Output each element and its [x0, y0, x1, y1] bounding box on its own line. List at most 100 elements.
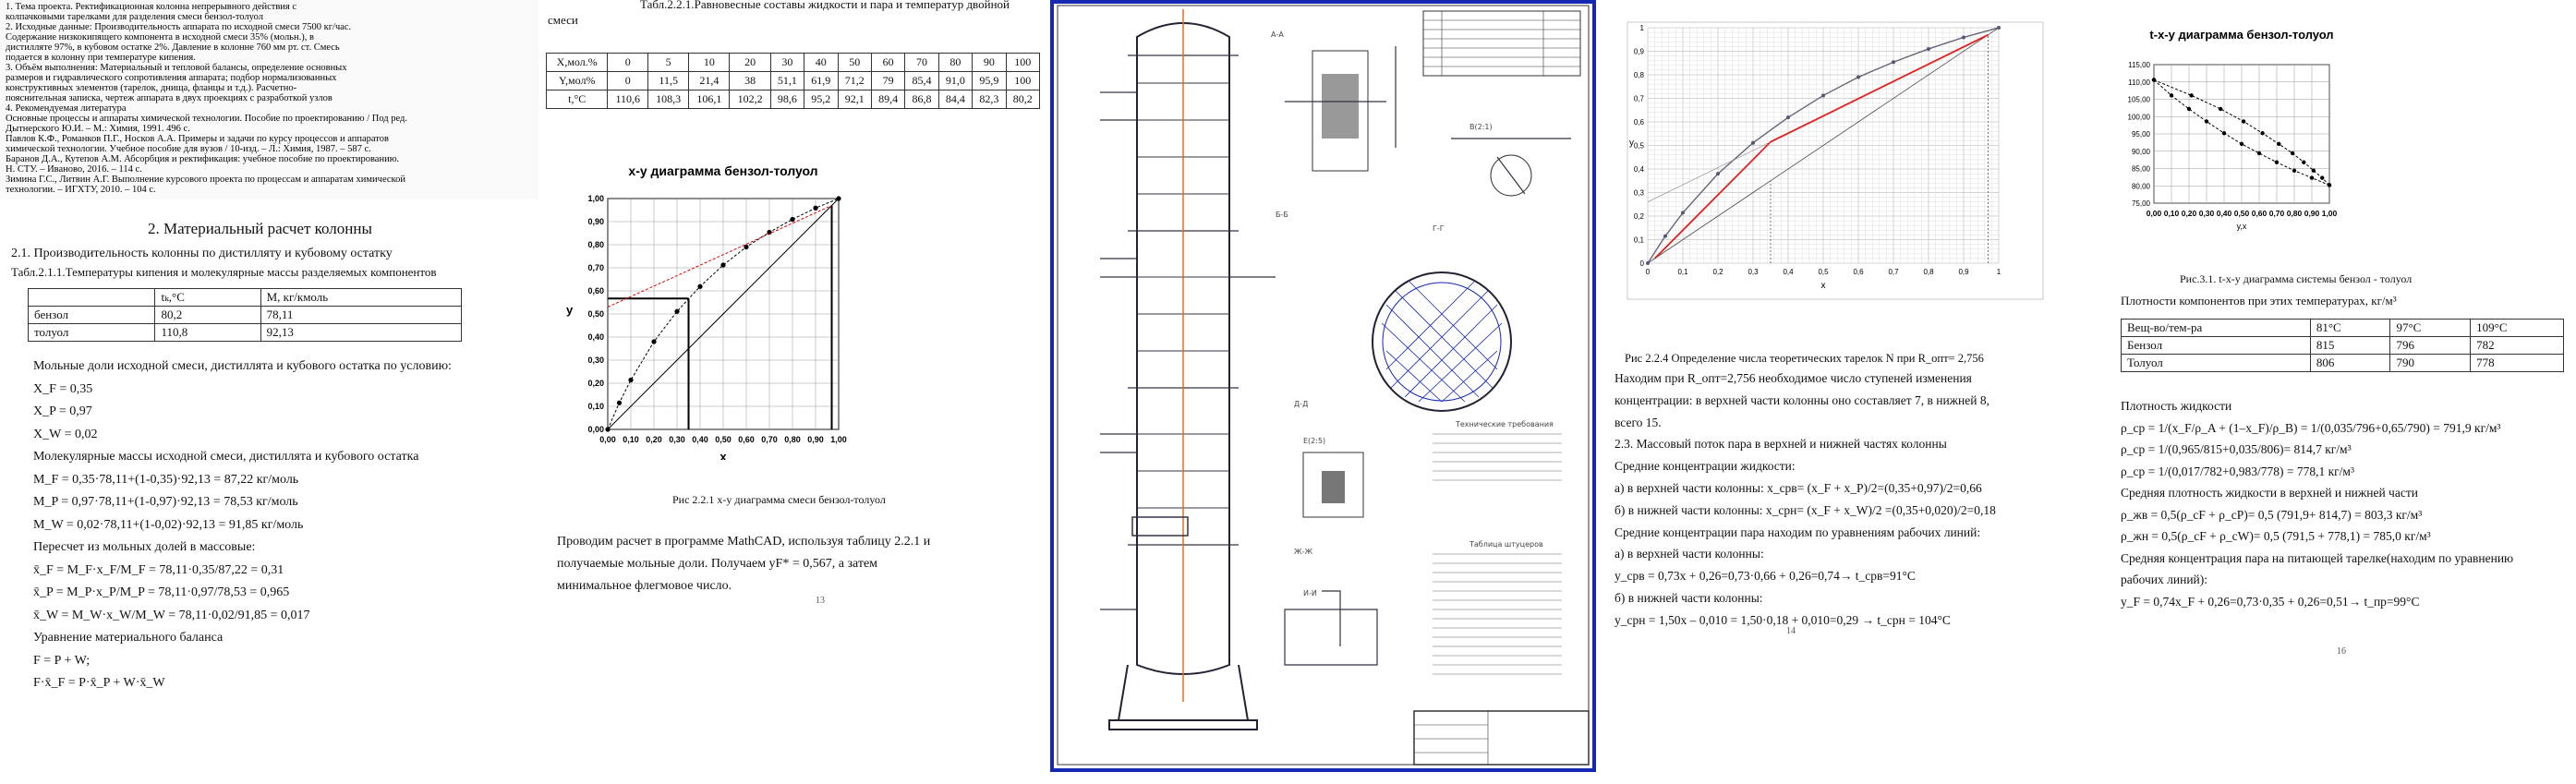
table-cell: 79	[870, 71, 906, 90]
x-tick-label: 0,30	[669, 435, 685, 444]
text-line: Содержание низкокипящего компонента в ис…	[6, 32, 314, 42]
y-tick-label: 85,00	[2132, 165, 2151, 174]
text-line: Средняя концентрация пара на питающей та…	[2121, 550, 2514, 565]
mccabe-chart: 000,10,10,20,20,30,30,40,40,50,50,60,60,…	[1627, 21, 2044, 300]
y-tick-label: 0,40	[587, 332, 604, 342]
diagonal-line	[1647, 27, 2000, 264]
text-line: ρ_cp = 1/(0,965/815+0,035/806)= 814,7 кг…	[2121, 442, 2352, 456]
table-cell: 106,1	[688, 90, 731, 109]
data-point	[2204, 119, 2209, 124]
table-cell: 102,2	[729, 90, 771, 109]
text-line: M_W = 0,02·78,11+(1-0,02)·92,13 = 91,85 …	[33, 517, 304, 532]
data-point	[1646, 261, 1650, 265]
chart-caption: Рис.3.1. t-x-y диаграмма системы бензол …	[2180, 272, 2413, 285]
y-tick-label: 0,00	[587, 425, 604, 434]
xy-chart: x-y диаграмма бензол-толуол0,000,000,100…	[566, 163, 847, 460]
page-number: 13	[816, 596, 825, 606]
data-point	[744, 244, 749, 250]
x-tick-label: 0,60	[2252, 209, 2268, 218]
y-tick-label: 0,3	[1634, 189, 1645, 198]
x-tick-label: 0,40	[2217, 209, 2232, 218]
y-tick-label: 0,10	[587, 402, 604, 411]
table-cell: 85,4	[904, 71, 939, 90]
column-drawing: А-А Б-Б В(2:1) Г-Г Д-Д Е(2:5) Ж-Ж И-И Те…	[1045, 0, 1602, 784]
data-point	[651, 339, 657, 344]
x-tick-label: 0,8	[1923, 268, 1934, 276]
table-cell: 80,2	[154, 306, 261, 324]
x-tick-label: 0,2	[1712, 268, 1723, 276]
text-line: Баранов Д.А., Кутепов А.М. Абсорбция и р…	[6, 154, 400, 164]
text-line: Средние концентрации пара находим по ура…	[1615, 525, 1981, 539]
density-title: Плотности компонентов при этих температу…	[2121, 294, 2397, 308]
x-tick-label: 0,40	[692, 435, 708, 444]
x-tick-label: 0,9	[1958, 268, 1969, 276]
text-line: всего 15.	[1615, 415, 1662, 429]
text-line: Пересчет из мольных долей в массовые:	[33, 540, 256, 554]
text-line: пояснительная записка, чертеж аппарата в…	[6, 93, 333, 103]
x-tick-label: 0,80	[784, 435, 801, 444]
chart-title: x-y диаграмма бензол-толуол	[628, 163, 817, 178]
data-point	[2169, 93, 2174, 98]
text-line: 2. Исходные данные: Производительность а…	[6, 22, 352, 32]
y-tick-label: 0,50	[587, 309, 604, 319]
table-cell: 86,8	[904, 90, 939, 109]
section-label: Б-Б	[1276, 211, 1288, 219]
page-equilibrium: Табл.2.2.1.Равновесные составы жидкости …	[538, 0, 1045, 784]
table-cell: 108,3	[647, 90, 690, 109]
table-cell: 100	[1005, 53, 1041, 72]
section-label: И-И	[1303, 589, 1317, 597]
table-cell: бензол	[27, 306, 156, 324]
table-cell: 50	[837, 53, 872, 72]
x-tick-label: 0,90	[807, 435, 824, 444]
x-tick-label: 0,6	[1853, 268, 1864, 276]
table-head-cell: 97°С	[2389, 319, 2472, 337]
text-line: ρ_cp = 1/(0,017/782+0,983/778) = 778,1 к…	[2121, 464, 2354, 478]
table-head-cell: М, кг/кмоль	[260, 288, 463, 307]
data-point	[616, 400, 623, 405]
x-axis-label: y,x	[2237, 222, 2247, 231]
data-point	[2292, 168, 2297, 173]
y-tick-label: 105,00	[2128, 96, 2151, 104]
task-scan: 1. Тема проекта. Ректификационная колонн…	[0, 0, 538, 199]
text-line: F = P + W;	[33, 653, 91, 668]
table-cell: 80,2	[1005, 90, 1041, 109]
text-line: технологии. – ИГХТУ, 2010. – 104 с.	[6, 185, 156, 195]
table-cell: 92,1	[837, 90, 872, 109]
calc-lines: Мольные доли исходной смеси, дистиллята …	[33, 356, 452, 695]
table-cell: 5	[647, 53, 690, 72]
x-tick-label: 0,50	[2234, 209, 2250, 218]
data-point	[720, 262, 726, 268]
text-line: X_F = 0,35	[33, 381, 93, 396]
table-cell: 815	[2309, 336, 2391, 355]
y-tick-label: 0,4	[1634, 165, 1645, 174]
data-point	[2311, 168, 2316, 173]
text-line: химической технологии. Учебное пособие д…	[6, 144, 371, 154]
table-cell: 91,0	[937, 71, 974, 90]
data-point	[2256, 151, 2262, 156]
table-head-cell	[27, 288, 156, 307]
y-tick-label: 0,8	[1634, 71, 1645, 79]
data-point	[767, 229, 772, 235]
y-tick-label: 0,7	[1634, 95, 1645, 103]
table-caption: Табл.2.2.1.Равновесные составы жидкости …	[548, 0, 1010, 27]
table-cell: 0	[607, 53, 649, 72]
y-tick-label: 115,00	[2128, 61, 2150, 69]
text-line: Уравнение материального баланса	[33, 631, 224, 645]
text-line: Плотность жидкости	[2121, 399, 2232, 413]
table-head-cell: 81°С	[2309, 319, 2391, 337]
text-line: 1. Тема проекта. Ректификационная колонн…	[6, 2, 297, 12]
data-point	[1962, 35, 1965, 40]
table-cell: 78,11	[260, 306, 463, 324]
text-line: y_срв = 0,73x + 0,26=0,73·0,66 + 0,26=0,…	[1615, 569, 1916, 584]
table-cell: 110,8	[154, 323, 261, 342]
text-line: Павлов К.Ф., Романков П.Г., Носков А.А. …	[6, 134, 389, 144]
text-line: получаемые мольные доли. Получаем уF* = …	[557, 557, 878, 571]
subsection-heading: 2.1. Производительность колонны по дисти…	[11, 247, 393, 260]
text-line: ρ_жн = 0,5(ρ_сF + ρ_сW)= 0,5 (791,5 + 77…	[2121, 529, 2431, 543]
data-point	[2277, 141, 2281, 147]
x-tick-label: 0,70	[2269, 209, 2285, 218]
